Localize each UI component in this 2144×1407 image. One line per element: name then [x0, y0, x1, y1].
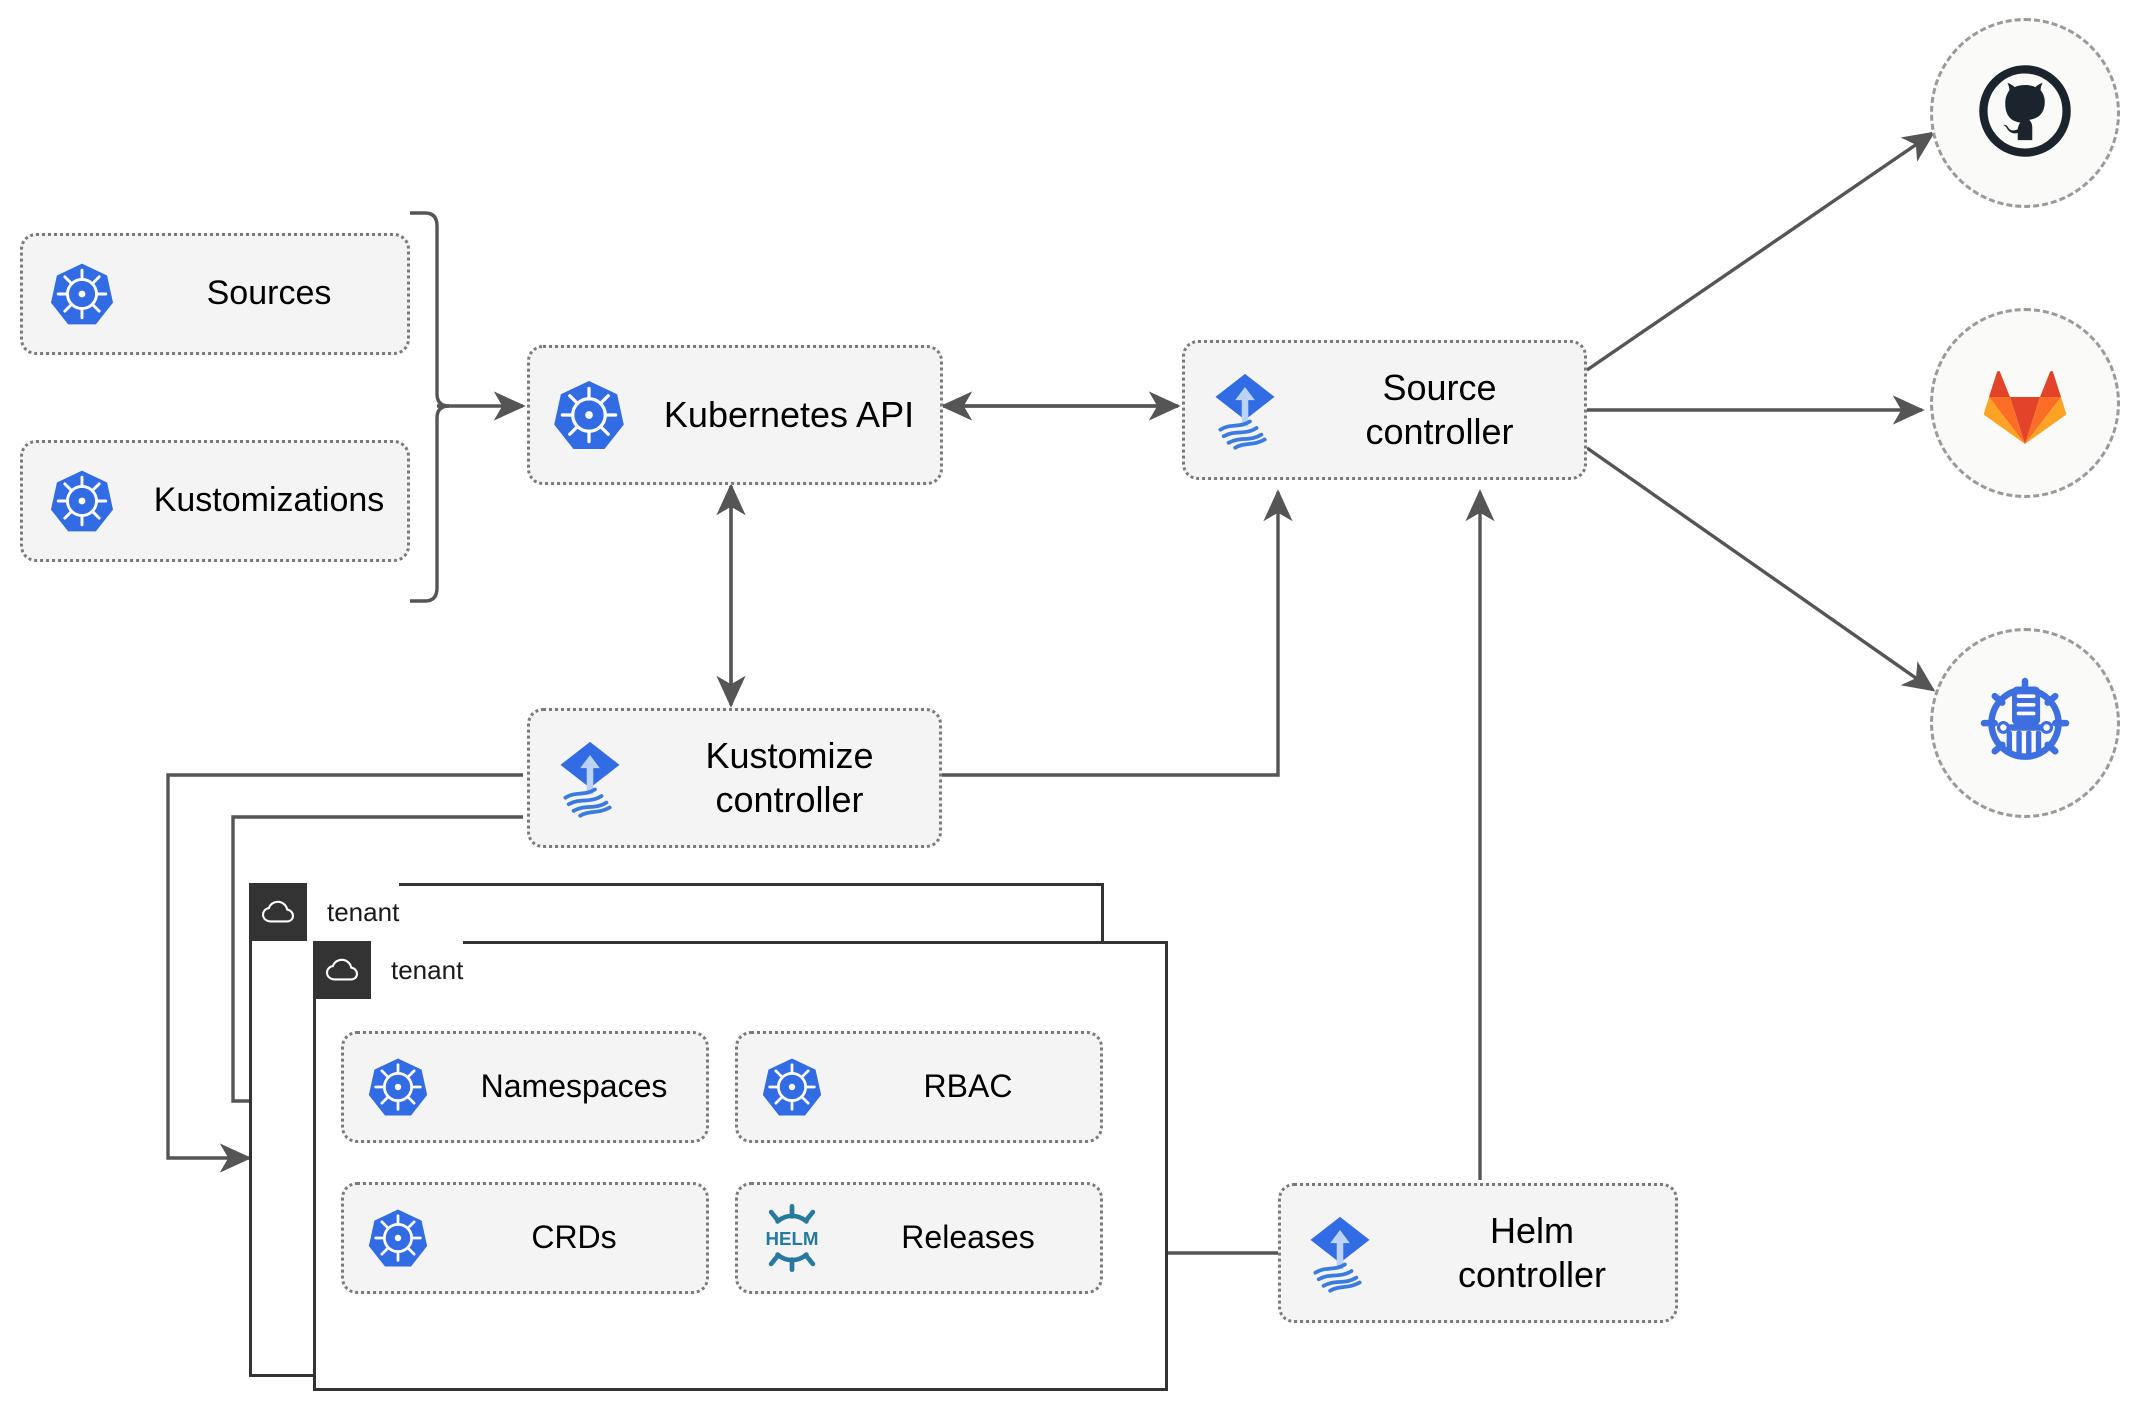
- node-source-controller[interactable]: Source controller: [1182, 340, 1587, 480]
- circle-helm-repository[interactable]: [1930, 628, 2120, 818]
- node-kustomize-controller[interactable]: Kustomize controller: [527, 708, 942, 848]
- node-kustomizations[interactable]: Kustomizations: [20, 440, 410, 562]
- tenant-1-label: tenant: [327, 896, 400, 927]
- kustomize-controller-line2: controller: [715, 779, 864, 820]
- node-kubernetes-api-label: Kubernetes API: [663, 394, 915, 436]
- node-releases[interactable]: HELM Releases: [735, 1182, 1103, 1294]
- kubernetes-icon: [530, 378, 648, 452]
- node-kubernetes-api[interactable]: Kubernetes API: [527, 345, 943, 485]
- svg-text:HELM: HELM: [765, 1228, 818, 1249]
- kubernetes-icon: [344, 1056, 452, 1118]
- circle-github[interactable]: [1930, 18, 2120, 208]
- flux-icon: [530, 737, 650, 819]
- flux-icon: [1185, 369, 1305, 451]
- helm-controller-line2: controller: [1457, 1254, 1607, 1295]
- helm-controller-line1: Helm: [1489, 1210, 1574, 1252]
- flux-icon: [1281, 1212, 1399, 1294]
- node-sources[interactable]: Sources: [20, 233, 410, 355]
- github-icon: [1973, 59, 2077, 168]
- tenant-2-label: tenant: [391, 954, 464, 985]
- node-kustomize-controller-label: Kustomize controller: [650, 734, 939, 822]
- circle-gitlab[interactable]: [1930, 308, 2120, 498]
- kubernetes-icon: [738, 1056, 846, 1118]
- node-namespaces-label: Namespaces: [480, 1068, 668, 1105]
- arrow-source-to-helm-repository: [1586, 446, 1936, 692]
- source-controller-line1: Source: [1382, 367, 1497, 409]
- source-controller-line2: controller: [1365, 411, 1514, 452]
- node-crds-label: CRDs: [531, 1219, 617, 1256]
- node-rbac-label: RBAC: [923, 1068, 1013, 1105]
- tenant-2-tab: tenant: [313, 941, 464, 999]
- helm-repository-icon: [1971, 667, 2079, 780]
- node-kustomizations-label: Kustomizations: [153, 481, 385, 520]
- kubernetes-icon: [23, 468, 141, 534]
- cloud-icon: [249, 883, 307, 941]
- kubernetes-icon: [344, 1207, 452, 1269]
- kubernetes-icon: [23, 261, 141, 327]
- gitlab-icon: [1975, 354, 2075, 453]
- arrow-source-to-github: [1586, 131, 1936, 372]
- cloud-icon: [313, 941, 371, 999]
- bracket-top: [410, 211, 450, 408]
- node-crds[interactable]: CRDs: [341, 1182, 709, 1294]
- node-rbac[interactable]: RBAC: [735, 1031, 1103, 1143]
- node-sources-label: Sources: [206, 274, 332, 313]
- node-helm-controller[interactable]: Helm controller: [1278, 1183, 1678, 1323]
- node-helm-controller-label: Helm controller: [1399, 1209, 1675, 1297]
- bracket-bottom: [410, 404, 450, 603]
- helm-icon: HELM: [738, 1202, 846, 1274]
- kustomize-controller-line1: Kustomize: [705, 735, 874, 777]
- node-source-controller-label: Source controller: [1305, 366, 1584, 454]
- arrow-kustomize-to-source: [942, 489, 1293, 777]
- tenant-frame-2: tenant: [313, 941, 1168, 1391]
- tenant-1-tab: tenant: [249, 883, 400, 941]
- node-namespaces[interactable]: Namespaces: [341, 1031, 709, 1143]
- node-releases-label: Releases: [901, 1219, 1035, 1256]
